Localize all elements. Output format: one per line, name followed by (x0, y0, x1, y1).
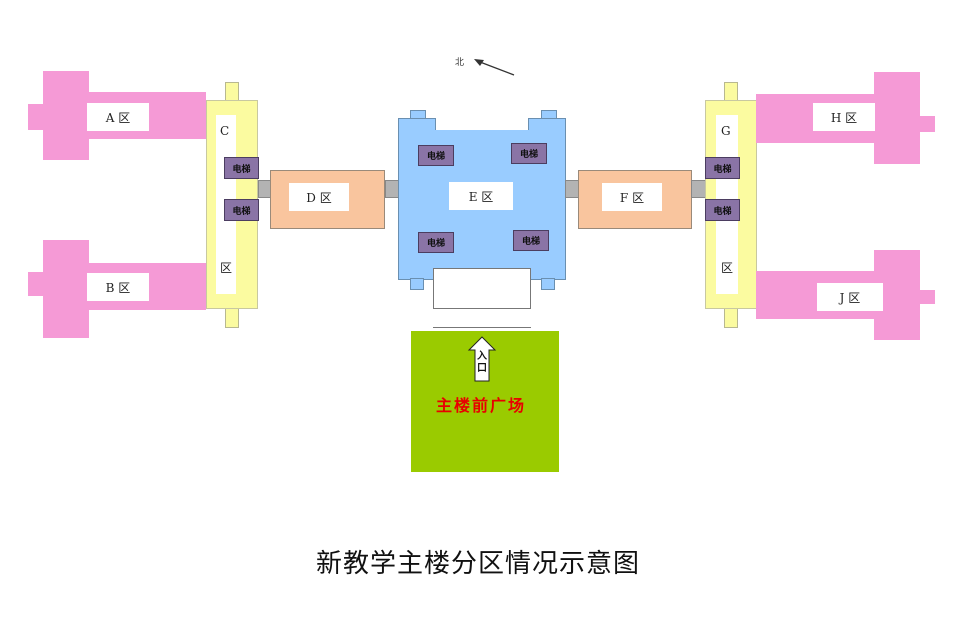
zone-a-label: A 区 (87, 103, 149, 131)
zone-a-block (43, 71, 89, 160)
zone-e-nub-bl (410, 278, 424, 290)
zone-c-label: C (220, 124, 230, 138)
zone-g-label-bottom: 区 (721, 261, 734, 275)
elevator-c-lower: 电梯 (224, 199, 259, 221)
elevator-e-top-right: 电梯 (511, 143, 547, 164)
zone-c-label-bottom: 区 (220, 261, 233, 275)
diagram-title: 新教学主楼分区情况示意图 (316, 549, 641, 579)
elevator-g-upper: 电梯 (705, 157, 740, 179)
entrance-label: 入 口 (475, 351, 489, 375)
zone-e-label: E 区 (449, 182, 513, 210)
elevator-e-bottom-left: 电梯 (418, 232, 454, 253)
zone-c-nub-top (225, 82, 239, 102)
zone-d-label: D 区 (289, 183, 349, 211)
zone-f-label: F 区 (602, 183, 662, 211)
elevator-e-top-left: 电梯 (418, 145, 454, 166)
zone-c-nub-bottom (225, 308, 239, 328)
zone-h-label: H 区 (813, 103, 875, 131)
zone-b-block (43, 240, 89, 338)
zone-g-nub-bottom (724, 308, 738, 328)
plaza-label: 主楼前广场 (436, 396, 527, 415)
zone-a-tab (28, 104, 46, 130)
elevator-g-lower: 电梯 (705, 199, 740, 221)
zone-j-label: J 区 (817, 283, 883, 311)
zone-g-nub-top (724, 82, 738, 102)
zone-g-label: G (721, 124, 731, 138)
zone-j-tab (918, 290, 935, 304)
zone-e-nub-br (541, 278, 555, 290)
elevator-e-bottom-right: 电梯 (513, 230, 549, 251)
zone-h-block (874, 72, 920, 164)
north-label: 北 (455, 58, 465, 68)
entrance-hall (433, 268, 531, 309)
entrance-label-line1: 入 (477, 351, 487, 362)
elevator-c-upper: 电梯 (224, 157, 259, 179)
north-arrow-icon (474, 59, 515, 76)
zone-b-tab (28, 272, 46, 296)
entrance-arrow-icon (467, 336, 497, 382)
zone-b-label: B 区 (87, 273, 149, 301)
corridor-f-g (691, 180, 706, 198)
entrance-label-line2: 口 (477, 363, 487, 374)
zone-h-tab (918, 116, 935, 132)
entrance-line (433, 327, 531, 328)
